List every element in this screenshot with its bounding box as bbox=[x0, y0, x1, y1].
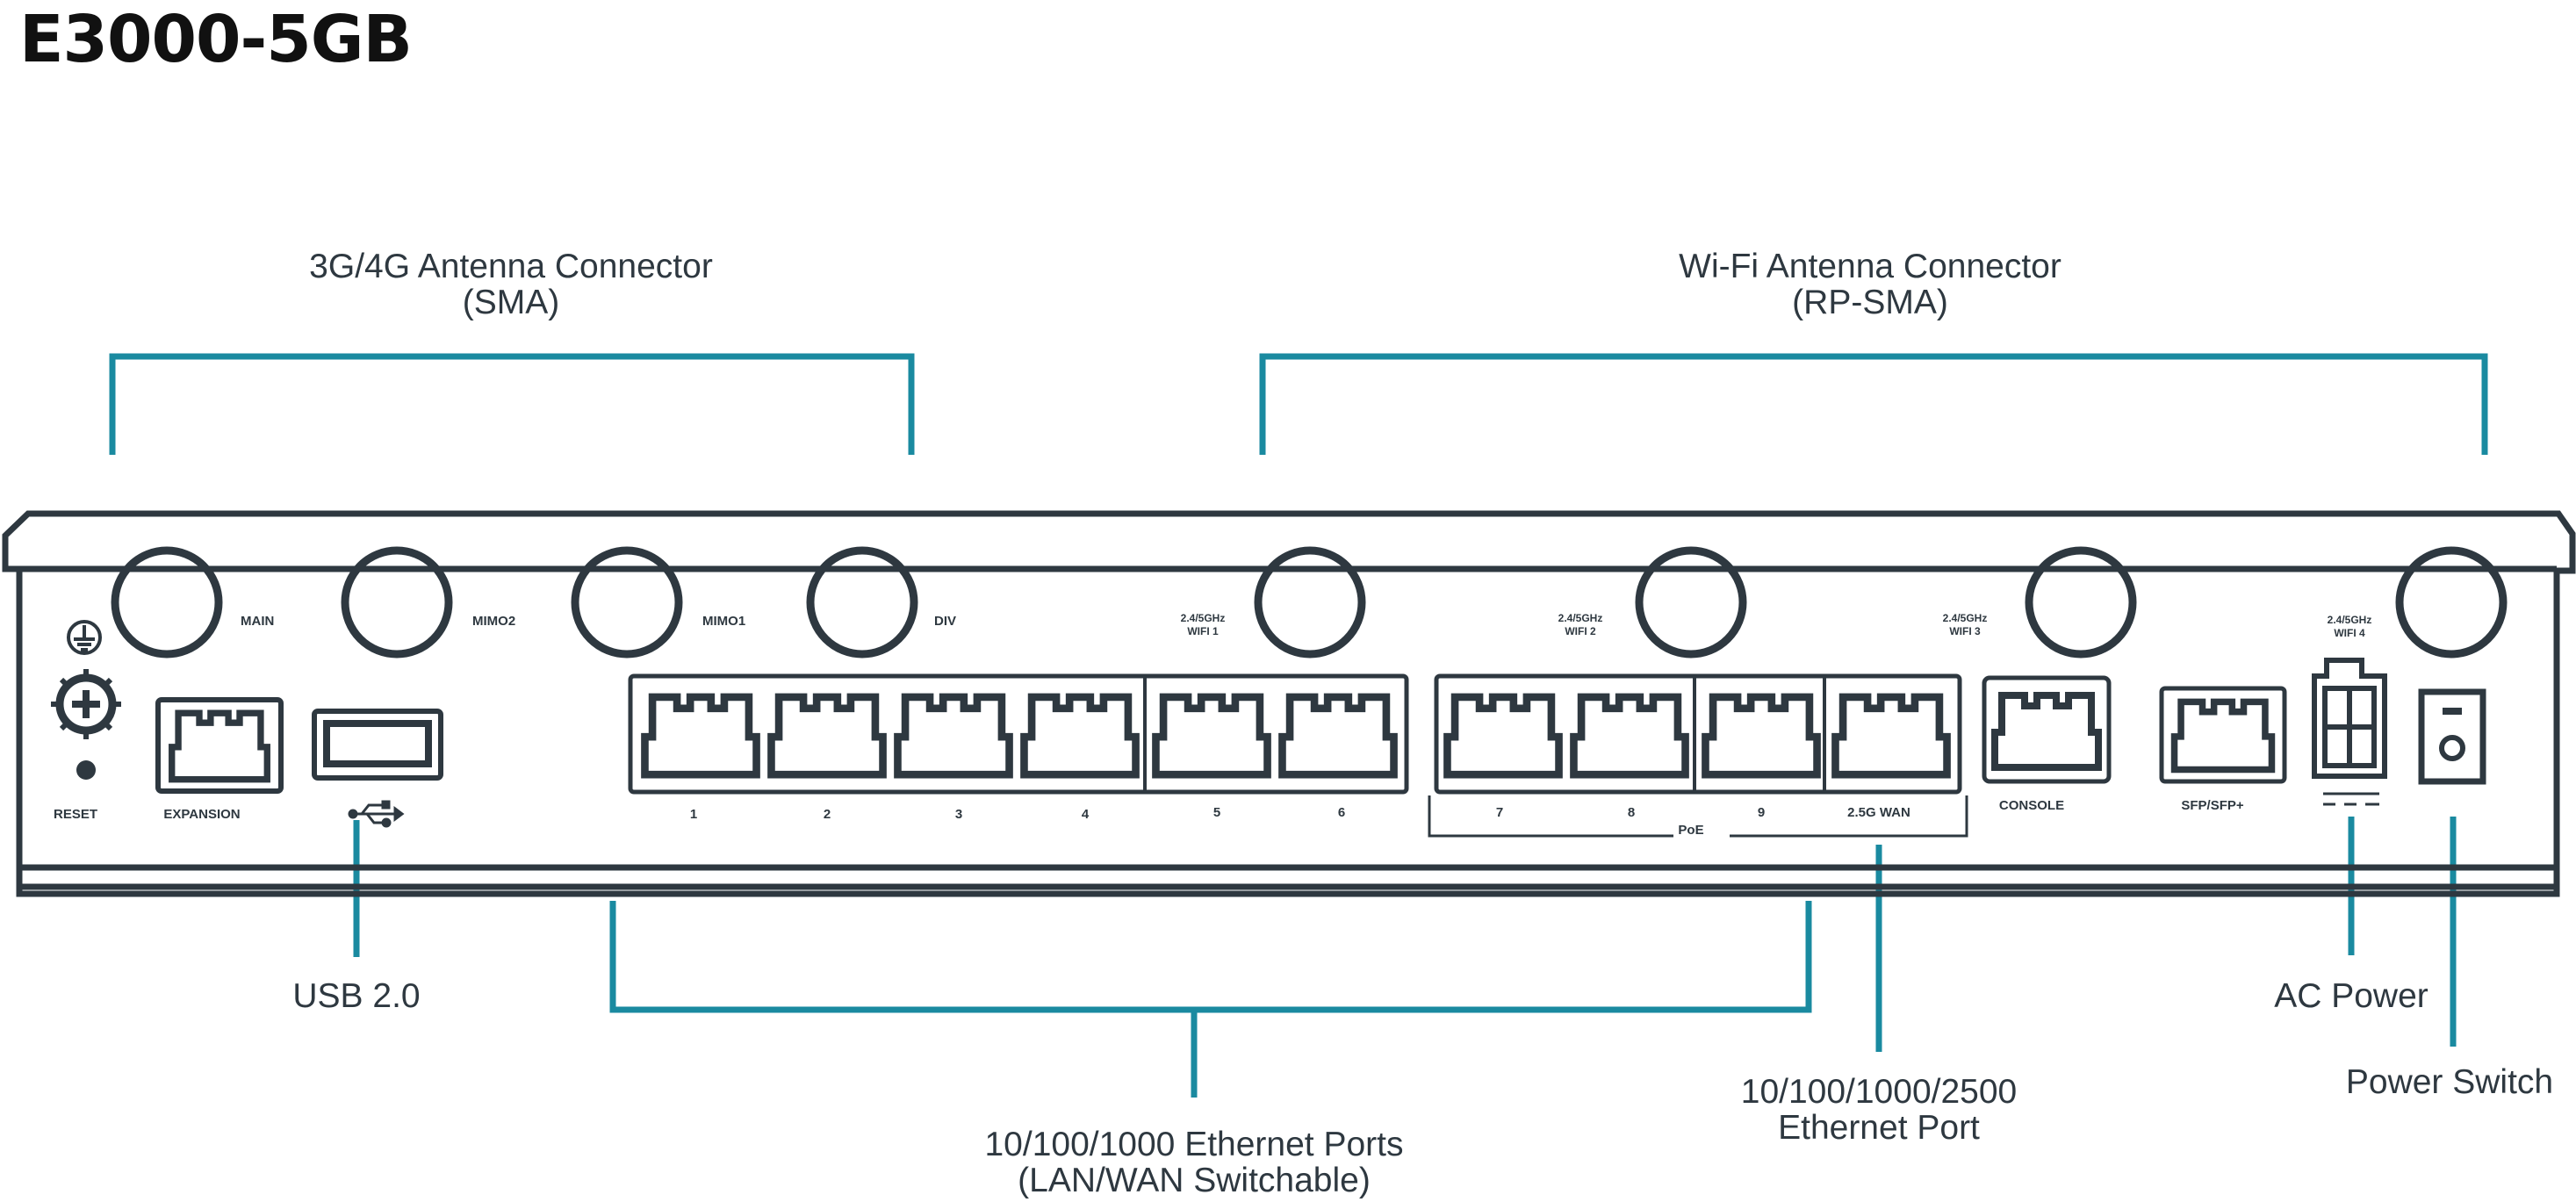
poe-bracket bbox=[1428, 795, 1968, 838]
ethernet-port-9[interactable] bbox=[1705, 697, 1817, 774]
ethernet-port-1[interactable] bbox=[644, 697, 756, 774]
label-expansion: EXPANSION bbox=[163, 807, 240, 822]
ethernet-port-4[interactable] bbox=[1024, 697, 1135, 774]
antenna-div-icon bbox=[806, 546, 918, 659]
label-poe: PoE bbox=[1678, 823, 1703, 838]
ethernet-port-3[interactable] bbox=[897, 697, 1009, 774]
label-mimo2: MIMO2 bbox=[472, 614, 515, 629]
antenna-wifi2-icon bbox=[1635, 546, 1747, 659]
label-div: DIV bbox=[934, 614, 956, 629]
antenna-wifi1-icon bbox=[1254, 546, 1366, 659]
sfp-port[interactable] bbox=[2175, 702, 2272, 769]
label-wifi3: WIFI 3 bbox=[1949, 625, 1981, 637]
ethernet-port-2[interactable] bbox=[771, 697, 882, 774]
antenna-mimo1-icon bbox=[571, 546, 683, 659]
page-title: E3000-5GB bbox=[19, 2, 413, 77]
callout-wan-port: 10/100/1000/2500 Ethernet Port bbox=[1740, 1073, 2018, 1147]
label-main: MAIN bbox=[241, 614, 274, 629]
label-wifi4-band: 2.4/5GHz bbox=[2328, 614, 2372, 626]
ac-power-inlet[interactable] bbox=[2312, 658, 2387, 779]
callout-ethernet-ports: 10/100/1000 Ethernet Ports (LAN/WAN Swit… bbox=[984, 1126, 1404, 1199]
port-label-7: 7 bbox=[1496, 805, 1503, 820]
expansion-port-icon bbox=[172, 713, 268, 779]
ground-icon bbox=[67, 620, 102, 655]
port-label-5: 5 bbox=[1213, 805, 1220, 820]
antenna-connectors bbox=[111, 546, 2508, 659]
label-sfp: SFP/SFP+ bbox=[2181, 798, 2244, 813]
dc-symbol-icon bbox=[2323, 792, 2379, 806]
wan-port[interactable] bbox=[1835, 697, 1946, 774]
power-switch[interactable] bbox=[2418, 688, 2486, 785]
port-label-1: 1 bbox=[690, 807, 697, 822]
reset-button[interactable] bbox=[76, 760, 96, 780]
label-wifi2: WIFI 2 bbox=[1565, 625, 1596, 637]
label-wifi4: WIFI 4 bbox=[2334, 627, 2365, 639]
usb-icon bbox=[348, 800, 405, 828]
antenna-wifi3-icon bbox=[2025, 546, 2137, 659]
label-wifi1-band: 2.4/5GHz bbox=[1181, 612, 1226, 624]
callout-usb: USB 2.0 bbox=[292, 977, 421, 1015]
label-mimo1: MIMO1 bbox=[702, 614, 745, 629]
antenna-wifi4-icon bbox=[2395, 546, 2508, 659]
callout-power-switch: Power Switch bbox=[2345, 1063, 2554, 1101]
expansion-slot bbox=[155, 697, 284, 794]
usb-port[interactable] bbox=[312, 709, 443, 781]
console-port-frame bbox=[1982, 675, 2112, 784]
reset-gear-icon bbox=[51, 669, 121, 739]
callout-cellular-antenna: 3G/4G Antenna Connector (SMA) bbox=[309, 248, 713, 321]
port-label-3: 3 bbox=[955, 807, 962, 822]
port-label-4: 4 bbox=[1082, 807, 1090, 822]
port-label-6: 6 bbox=[1338, 805, 1345, 820]
lan-port-block-1-6 bbox=[628, 673, 1409, 795]
wifi-antenna-bracket bbox=[1259, 353, 2488, 455]
callout-wifi-antenna: Wi-Fi Antenna Connector (RP-SMA) bbox=[1679, 248, 2062, 321]
port-label-2: 2 bbox=[824, 807, 831, 822]
port-label-wan: 2.5G WAN bbox=[1847, 805, 1910, 820]
label-wifi1: WIFI 1 bbox=[1187, 625, 1219, 637]
ethernet-port-8[interactable] bbox=[1573, 697, 1685, 774]
ethernet-port-5[interactable] bbox=[1155, 697, 1267, 774]
sfp-port-frame bbox=[2159, 686, 2287, 784]
ethernet-port-6[interactable] bbox=[1282, 697, 1393, 774]
label-console: CONSOLE bbox=[1999, 798, 2064, 813]
label-reset: RESET bbox=[54, 807, 97, 822]
port-label-8: 8 bbox=[1628, 805, 1635, 820]
lan-port-block-7-wan bbox=[1434, 673, 1962, 795]
label-wifi3-band: 2.4/5GHz bbox=[1943, 612, 1988, 624]
cellular-antenna-bracket bbox=[109, 353, 915, 455]
console-port[interactable] bbox=[1995, 695, 2098, 767]
antenna-main-icon bbox=[111, 546, 223, 659]
callout-ac-power: AC Power bbox=[2274, 977, 2428, 1015]
ethernet-port-7[interactable] bbox=[1447, 697, 1558, 774]
port-label-9: 9 bbox=[1758, 805, 1765, 820]
antenna-mimo2-icon bbox=[341, 546, 453, 659]
router-chassis bbox=[2, 510, 2576, 897]
ethernet-ports-bracket bbox=[609, 901, 1812, 1013]
label-wifi2-band: 2.4/5GHz bbox=[1558, 612, 1603, 624]
